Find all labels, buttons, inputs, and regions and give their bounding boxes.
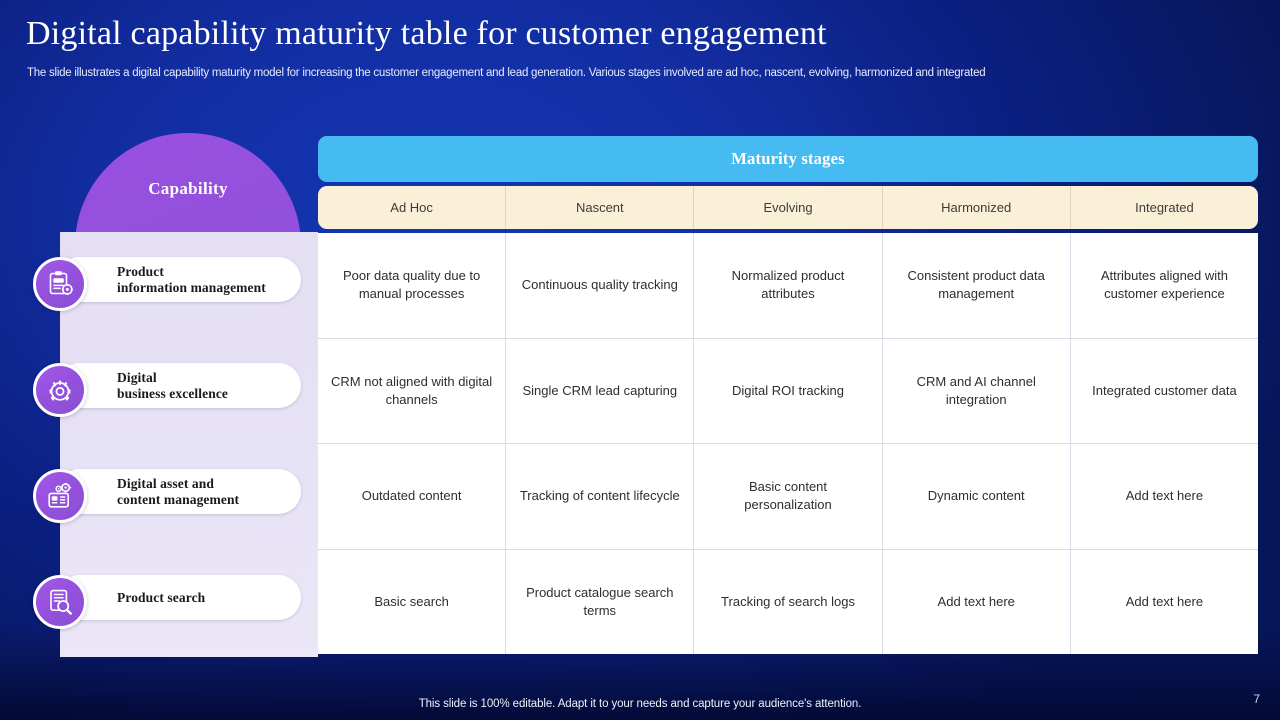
stage-header-evolving: Evolving — [694, 186, 883, 229]
content-gears-icon — [33, 469, 87, 523]
stage-header-integrated: Integrated — [1135, 200, 1194, 215]
capability-label: Product information management — [117, 264, 266, 296]
capability-label: Product search — [117, 590, 205, 606]
capability-row-digital-business-excellence[interactable]: Digital business excellence — [33, 363, 301, 417]
table-cell: Single CRM lead capturing — [506, 338, 695, 443]
table-cell: Outdated content — [318, 444, 507, 549]
table-cell: Continuous quality tracking — [506, 233, 695, 338]
table-cell: Add text here — [1125, 593, 1204, 609]
table-cell: Dynamic content — [883, 444, 1071, 549]
capability-label-line2: business excellence — [117, 385, 229, 401]
capability-label: Digital business excellence — [117, 370, 228, 402]
footer-note: This slide is 100% editable. Adapt it to… — [418, 698, 862, 710]
table-row: CRM not aligned with digital channels Si… — [318, 338, 1258, 444]
table-cell: Attributes aligned with customer experie… — [1100, 268, 1228, 302]
gear-crown-icon — [33, 363, 87, 417]
capability-label-line1: Product — [117, 263, 164, 279]
table-cell: Basic content personalization — [694, 444, 883, 549]
capability-pill[interactable]: Product information management — [57, 257, 301, 302]
capability-pill[interactable]: Product search — [57, 575, 301, 620]
page-title: Digital capability maturity table for cu… — [26, 15, 827, 52]
capability-list: Product information management — [0, 133, 330, 673]
capability-pill[interactable]: Digital business excellence — [57, 363, 301, 408]
table-row: Basic search Product catalogue search te… — [318, 549, 1258, 654]
table-cell: Normalized product attributes — [694, 233, 883, 338]
capability-label-line1: Product search — [117, 589, 206, 605]
table-cell: Digital ROI tracking — [694, 338, 883, 443]
table-row: Outdated content Tracking of content lif… — [318, 444, 1258, 550]
table-cell: Basic search — [318, 549, 507, 654]
capability-label-line1: Digital asset and — [117, 475, 214, 491]
matrix-body: Poor data quality due to manual processe… — [318, 233, 1258, 654]
table-cell: Tracking of search logs — [694, 549, 883, 654]
table-cell: Product catalogue search terms — [506, 549, 695, 654]
table-cell: Add text here — [883, 549, 1071, 654]
stage-header-harmonized: Harmonized — [883, 186, 1071, 229]
table-cell: Tracking of content lifecycle — [506, 444, 695, 549]
capability-label-line2: information management — [117, 279, 266, 295]
stage-header-nascent: Nascent — [506, 186, 695, 229]
table-cell: Integrated customer data — [1092, 382, 1237, 398]
capability-row-digital-asset-and-content-management[interactable]: Digital asset and content management — [33, 469, 301, 523]
clipboard-gear-icon — [33, 257, 87, 311]
table-row: Poor data quality due to manual processe… — [318, 233, 1258, 339]
capability-dome-label: Capability — [148, 179, 228, 198]
table-cell: Add text here — [1125, 488, 1204, 504]
document-search-icon — [33, 575, 87, 629]
capability-label-line1: Digital — [117, 369, 157, 385]
capability-label: Digital asset and content management — [117, 476, 239, 508]
page-number: 7 — [1253, 692, 1260, 706]
stage-header-ad-hoc: Ad Hoc — [318, 186, 507, 229]
capability-label-line2: content management — [117, 491, 240, 507]
table-cell: CRM not aligned with digital channels — [318, 338, 507, 443]
capability-row-product-search[interactable]: Product search — [33, 575, 301, 629]
stage-header-row: Ad Hoc Nascent Evolving Harmonized Integ… — [318, 186, 1258, 229]
table-cell: Consistent product data management — [883, 233, 1071, 338]
capability-row-product-information-management[interactable]: Product information management — [33, 257, 301, 311]
maturity-stages-banner: Maturity stages — [318, 136, 1258, 182]
table-cell: Poor data quality due to manual processe… — [318, 233, 507, 338]
maturity-matrix: Maturity stages Ad Hoc Nascent Evolving … — [318, 136, 1258, 654]
capability-pill[interactable]: Digital asset and content management — [57, 469, 301, 514]
page-subtitle: The slide illustrates a digital capabili… — [27, 67, 986, 79]
table-cell: CRM and AI channel integration — [883, 338, 1071, 443]
